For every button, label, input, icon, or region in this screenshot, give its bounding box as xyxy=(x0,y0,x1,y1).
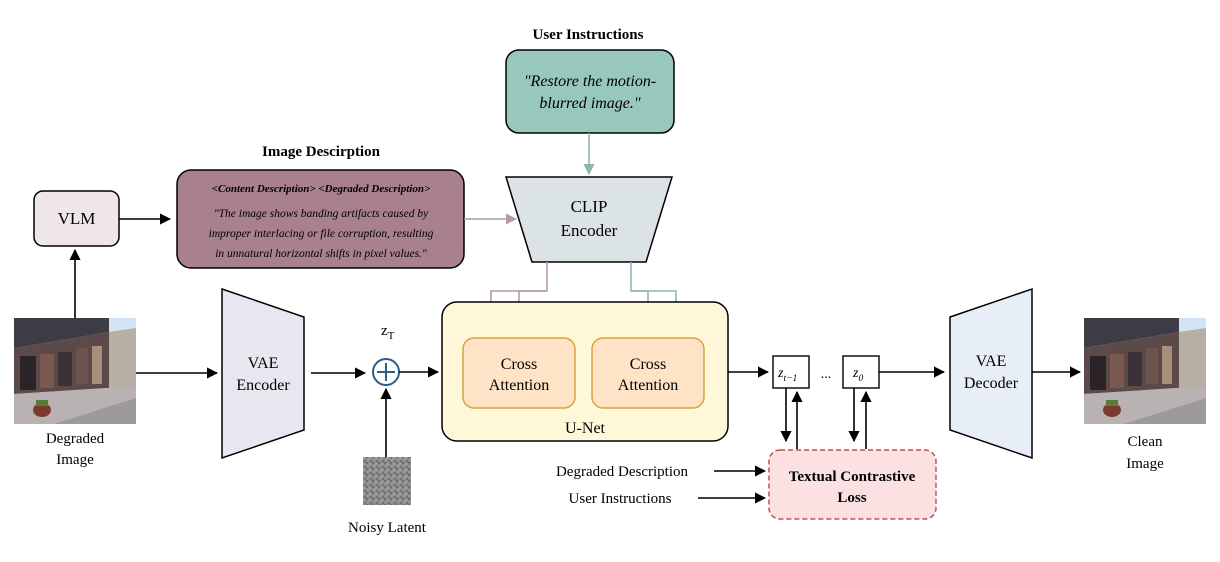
cross-attention-2-line1: Cross xyxy=(630,356,666,373)
clip-label-line1: CLIP xyxy=(571,197,608,216)
vae-encoder-line1: VAE xyxy=(248,355,279,372)
clean-image-label-line1: Clean xyxy=(1128,434,1163,450)
z-t-minus-1-label: zt−1 xyxy=(777,366,797,384)
loss-label-line2: Loss xyxy=(837,490,866,506)
image-description-title: Image Descirption xyxy=(262,144,381,160)
textual-contrastive-loss-box xyxy=(768,449,937,520)
degraded-image xyxy=(14,318,136,424)
vlm-label: VLM xyxy=(58,209,96,228)
user-instruction-quote-line1: "Restore the motion- xyxy=(524,73,656,90)
vae-decoder-shape xyxy=(949,287,1033,460)
loss-label-line1: Textual Contrastive xyxy=(789,469,916,485)
cross-attention-1-line1: Cross xyxy=(501,356,537,373)
description-line1: "The image shows banding artifacts cause… xyxy=(214,208,429,220)
cross-attention-2-line2: Attention xyxy=(618,377,678,394)
loss-input-degraded-description: Degraded Description xyxy=(556,464,689,480)
cross-attention-box-1 xyxy=(462,337,576,409)
clip-label-line2: Encoder xyxy=(561,221,618,240)
z-t-minus-1-box xyxy=(772,355,810,389)
user-instruction-quote-line2: blurred image." xyxy=(539,95,641,112)
degraded-image-label-line1: Degraded xyxy=(46,431,105,447)
clip-encoder-shape xyxy=(504,176,674,263)
description-header: <Content Description> <Degraded Descript… xyxy=(212,183,431,195)
vae-encoder-shape xyxy=(221,287,305,460)
user-instruction-box xyxy=(505,49,675,134)
noisy-latent-label: Noisy Latent xyxy=(348,520,427,536)
zT-label: zT xyxy=(381,323,395,342)
clean-image xyxy=(1084,318,1206,424)
vae-decoder-line1: VAE xyxy=(976,353,1007,370)
user-instructions-title: User Instructions xyxy=(533,27,644,43)
cross-attention-box-2 xyxy=(591,337,705,409)
unet-label: U-Net xyxy=(565,420,606,437)
degraded-image-label-line2: Image xyxy=(56,452,94,468)
vae-decoder-line2: Decoder xyxy=(964,375,1019,392)
description-line2: improper interlacing or file corruption,… xyxy=(209,228,434,240)
z0-label: z0 xyxy=(852,366,863,384)
loss-input-user-instructions: User Instructions xyxy=(569,491,672,507)
description-line3: in unnatural horizontal shifts in pixel … xyxy=(215,248,427,260)
cross-attention-1-line2: Attention xyxy=(489,377,549,394)
clean-image-label-line2: Image xyxy=(1126,456,1164,472)
sequence-ellipsis: ... xyxy=(821,367,832,382)
noisy-latent-image xyxy=(363,457,411,505)
vae-encoder-line2: Encoder xyxy=(236,377,290,394)
